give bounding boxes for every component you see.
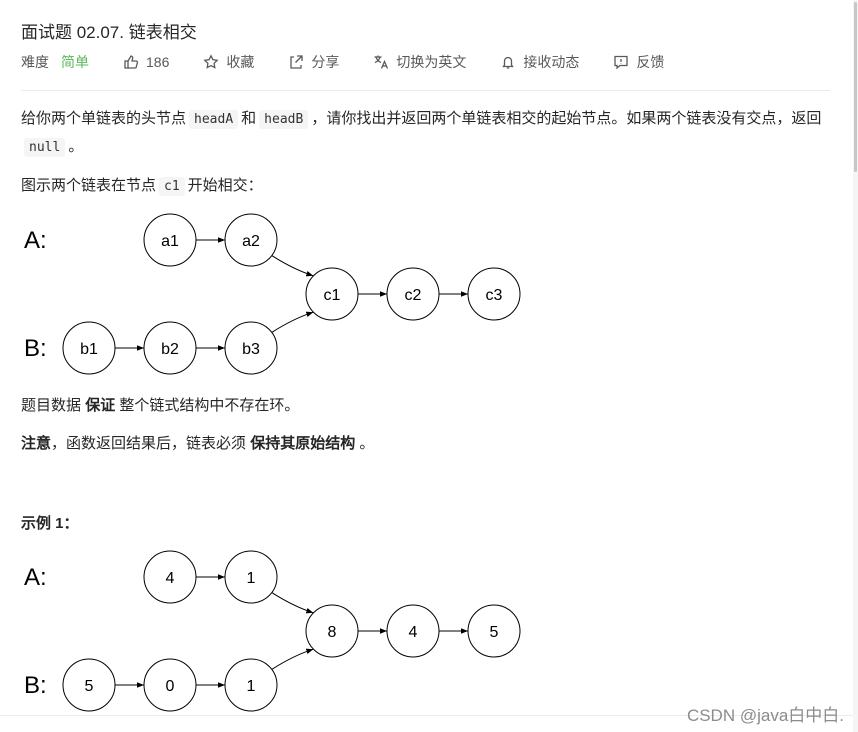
switch-language-button[interactable]: 切换为英文 xyxy=(373,52,466,72)
translate-icon xyxy=(374,55,389,69)
problem-title: 面试题 02.07. 链表相交 xyxy=(21,23,197,42)
d1-node-a1-label: a1 xyxy=(161,233,179,250)
d2-node-b1: 5 xyxy=(62,658,116,712)
d1-node-a2: a2 xyxy=(224,213,278,267)
d1-node-b1: b1 xyxy=(62,321,116,375)
list-b-label: B: xyxy=(24,672,47,699)
switch-language-label: 切换为英文 xyxy=(396,54,467,70)
d2-node-c3: 5 xyxy=(467,604,521,658)
d1-node-c1: c1 xyxy=(305,267,359,321)
header-divider xyxy=(21,90,830,91)
d2-node-c3-label: 5 xyxy=(490,624,499,641)
share-button[interactable]: 分享 xyxy=(288,52,339,72)
d2-arrow-a-to-common xyxy=(271,592,314,614)
d1-node-b3: b3 xyxy=(224,321,278,375)
intersection-diagram: A: B: a1 a2 b1 b2 b3 c1 c2 c3 xyxy=(0,205,560,375)
d1-node-c3: c3 xyxy=(467,267,521,321)
example-1-diagram-svg: A: B: 4 1 5 0 1 8 4 5 xyxy=(24,550,521,712)
d1-node-b1-label: b1 xyxy=(80,341,98,358)
code-headA: headA xyxy=(189,110,239,129)
d1-node-a1: a1 xyxy=(143,213,197,267)
d2-node-a1: 4 xyxy=(143,550,197,604)
code-null: null xyxy=(24,138,66,157)
favorite-label: 收藏 xyxy=(226,54,255,70)
problem-meta-bar: 难度 简单 186 收藏 分享 切换为英文 xyxy=(21,52,698,72)
d1-node-c3-label: c3 xyxy=(486,287,503,304)
d2-node-b3: 1 xyxy=(224,658,278,712)
bold-note: 注意 xyxy=(21,435,52,452)
d2-node-a2-label: 1 xyxy=(247,570,256,587)
thumbs-up-icon xyxy=(124,55,139,69)
bold-guarantee: 保证 xyxy=(85,397,116,414)
like-button[interactable]: 186 xyxy=(123,54,169,70)
feedback-label: 反馈 xyxy=(636,54,665,70)
feedback-icon xyxy=(614,55,629,70)
list-a-label: A: xyxy=(24,564,47,591)
d1-node-b2: b2 xyxy=(143,321,197,375)
d1-node-c2: c2 xyxy=(386,267,440,321)
csdn-watermark: CSDN @java白中白. xyxy=(686,706,844,725)
subscribe-button[interactable]: 接收动态 xyxy=(500,52,579,72)
intersection-diagram-svg: A: B: a1 a2 b1 b2 b3 c1 c2 c3 xyxy=(24,213,521,375)
bold-keep-structure: 保持其原始结构 xyxy=(250,435,356,452)
difficulty-value: 简单 xyxy=(61,54,89,70)
d2-node-c1-label: 8 xyxy=(328,624,337,641)
d2-node-a2: 1 xyxy=(224,550,278,604)
d2-node-c1: 8 xyxy=(305,604,359,658)
list-b-label: B: xyxy=(24,335,47,362)
star-icon xyxy=(203,54,219,69)
feedback-button[interactable]: 反馈 xyxy=(613,52,664,72)
d1-arrow-b-to-common xyxy=(271,311,314,333)
d2-arrow-b-to-common xyxy=(271,648,314,670)
example-1-diagram: A: B: 4 1 5 0 1 8 4 5 xyxy=(0,542,560,712)
d1-node-c1-label: c1 xyxy=(324,287,341,304)
subscribe-label: 接收动态 xyxy=(523,54,580,70)
d1-node-c2-label: c2 xyxy=(405,287,422,304)
description-paragraph-3: 题目数据 保证 整个链式结构中不存在环。 xyxy=(21,397,300,414)
d2-node-b2-label: 0 xyxy=(166,678,175,695)
favorite-button[interactable]: 收藏 xyxy=(203,52,254,72)
share-icon xyxy=(290,55,304,69)
description-paragraph-4: 注意，函数返回结果后，链表必须 保持其原始结构 。 xyxy=(21,435,375,452)
vertical-scrollbar[interactable] xyxy=(853,0,858,732)
d2-node-b2: 0 xyxy=(143,658,197,712)
scrollbar-thumb[interactable] xyxy=(854,2,857,172)
bottom-divider xyxy=(0,715,853,716)
list-a-label: A: xyxy=(24,227,47,254)
code-headB: headB xyxy=(259,110,309,129)
d1-node-b2-label: b2 xyxy=(161,341,179,358)
code-c1: c1 xyxy=(159,177,185,196)
d1-arrow-a-to-common xyxy=(271,255,314,277)
example-1-title: 示例 1： xyxy=(21,515,79,532)
d2-node-b3-label: 1 xyxy=(247,678,256,695)
d2-node-b1-label: 5 xyxy=(85,678,94,695)
d2-node-c2-label: 4 xyxy=(409,624,418,641)
bell-icon xyxy=(502,56,515,69)
share-label: 分享 xyxy=(311,54,340,70)
d1-node-b3-label: b3 xyxy=(242,341,260,358)
like-count: 186 xyxy=(146,54,170,70)
difficulty-label: 难度 xyxy=(21,54,49,70)
d1-node-a2-label: a2 xyxy=(242,233,260,250)
d2-node-a1-label: 4 xyxy=(166,570,175,587)
d2-node-c2: 4 xyxy=(386,604,440,658)
